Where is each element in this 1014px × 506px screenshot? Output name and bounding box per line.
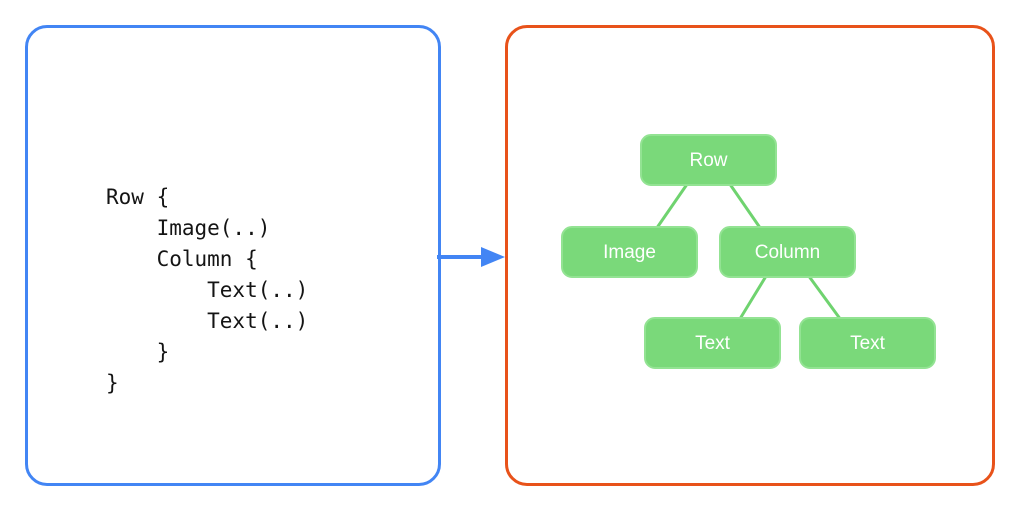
tree-node-box-image (561, 226, 698, 278)
tree-node-box-row (640, 134, 777, 186)
tree-node-box-text1 (644, 317, 781, 369)
tree-node-label-text2: Text (850, 333, 886, 354)
tree-node-text1[interactable]: Text (644, 317, 781, 369)
tree-edge-column-to-text1 (739, 275, 767, 320)
tree-node-text2[interactable]: Text (799, 317, 936, 369)
tree-node-label-text1: Text (695, 333, 731, 354)
code-panel: Row { Image(..) Column { Text(..) Text(.… (25, 25, 441, 486)
tree-edge-row-to-image (656, 183, 688, 229)
tree-node-label-column: Column (755, 242, 820, 263)
tree-node-label-row: Row (689, 150, 727, 171)
flow-arrow-head (481, 247, 505, 267)
tree-edges (656, 183, 841, 320)
tree-node-row[interactable]: Row (640, 134, 777, 186)
tree-node-box-text2 (799, 317, 936, 369)
tree-node-column[interactable]: Column (719, 226, 856, 278)
tree-edge-row-to-column (729, 183, 761, 229)
tree-node-label-image: Image (603, 242, 656, 263)
tree-node-image[interactable]: Image (561, 226, 698, 278)
tree-node-box-column (719, 226, 856, 278)
tree-edge-column-to-text2 (808, 275, 841, 320)
code-snippet: Row { Image(..) Column { Text(..) Text(.… (106, 185, 309, 395)
flow-arrow-icon (437, 247, 505, 267)
